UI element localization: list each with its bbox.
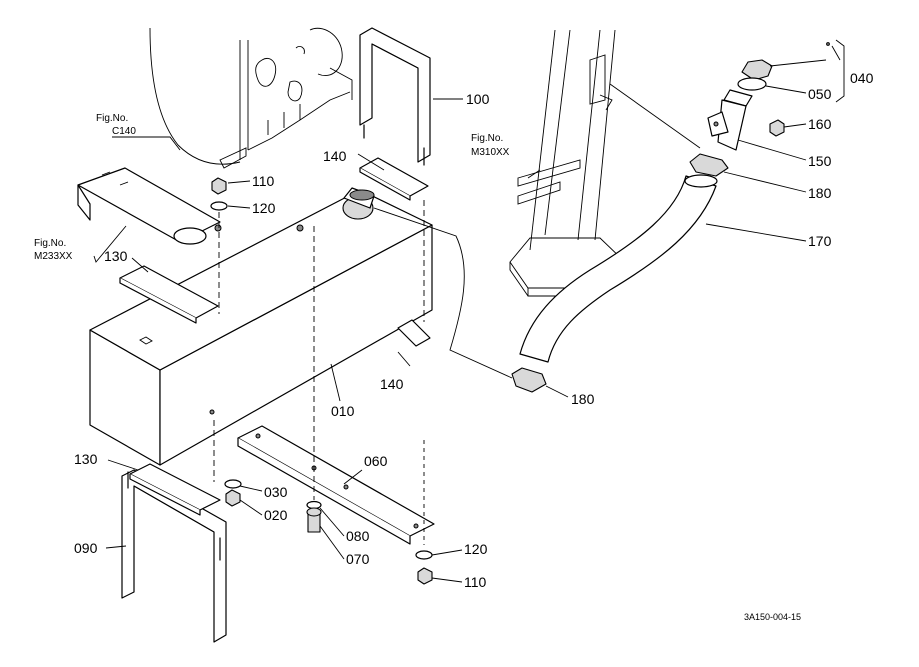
part-label-180: 180	[808, 185, 832, 201]
part-label-120: 120	[464, 541, 488, 557]
part-label-020: 020	[264, 507, 288, 523]
filler-assembly	[511, 59, 773, 393]
part-label-080: 080	[346, 528, 370, 544]
part-label-100: 100	[466, 91, 490, 107]
part-label-140: 140	[323, 148, 347, 164]
rubber-pads	[119, 157, 431, 516]
fuel-tank	[89, 187, 433, 466]
part-label-120: 120	[252, 200, 276, 216]
fig-ref-m233xx-line1: Fig.No.	[34, 238, 66, 249]
fig-ref-m310xx-line2: M310XX	[471, 147, 510, 158]
part-label-060: 060	[364, 453, 388, 469]
part-label-030: 030	[264, 484, 288, 500]
part-label-040: 040	[850, 70, 874, 86]
part-label-160: 160	[808, 116, 832, 132]
fig-ref-c140-line1: Fig.No.	[96, 113, 128, 124]
part-label-170: 170	[808, 233, 832, 249]
part-label-010: 010	[331, 403, 355, 419]
drawing-code: 3A150-004-15	[744, 612, 801, 622]
part-label-130: 130	[104, 248, 128, 264]
alignment-lines	[213, 42, 841, 545]
tank-band-upper	[359, 27, 431, 166]
fasteners	[210, 119, 785, 585]
part-label-090: 090	[74, 540, 98, 556]
part-label-150: 150	[808, 153, 832, 169]
part-label-070: 070	[346, 551, 370, 567]
part-label-110: 110	[252, 173, 275, 189]
part-label-130: 130	[74, 451, 98, 467]
fig-ref-c140-line2: C140	[112, 126, 136, 137]
tank-bracket	[77, 167, 222, 245]
part-labels: 100 140 110 120 130 010 140 130 030 020 …	[74, 70, 874, 590]
part-label-180: 180	[571, 391, 595, 407]
figure-references: Fig.No. C140 Fig.No. M310XX Fig.No. M233…	[34, 113, 510, 262]
part-label-110: 110	[464, 574, 487, 590]
part-label-140: 140	[380, 376, 404, 392]
fig-ref-m233xx-line2: M233XX	[34, 251, 73, 262]
support-bracket	[237, 425, 435, 545]
fig-ref-m310xx-line1: Fig.No.	[471, 133, 503, 144]
frame-outline	[509, 29, 626, 297]
engine-outline	[149, 27, 353, 169]
leader-lines	[93, 39, 845, 583]
part-label-050: 050	[808, 86, 832, 102]
